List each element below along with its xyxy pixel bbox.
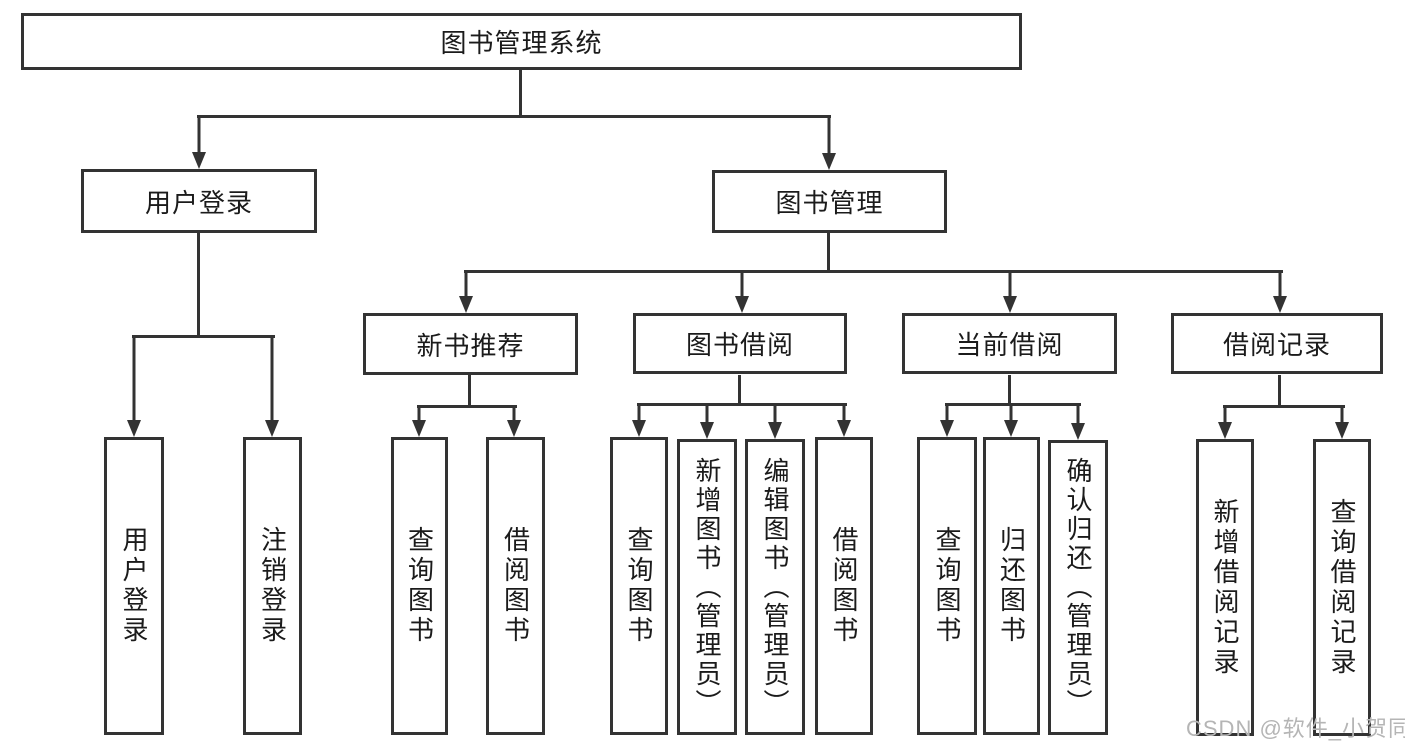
connector-line: [1278, 375, 1281, 407]
leaf-query-books-current: 查询图书: [917, 437, 977, 735]
connector-line: [1223, 405, 1345, 408]
connector-line: [197, 233, 200, 337]
leaf-add-borrow-record: 新增借阅记录: [1196, 439, 1254, 736]
leaf-label: 借阅图书: [500, 526, 531, 646]
leaf-label: 注销登录: [257, 526, 288, 646]
connector-arrow-down: [507, 407, 521, 437]
leaf-label: 用户登录: [119, 526, 149, 646]
leaf-label: 查询图书: [404, 526, 435, 646]
connector-arrow-down: [459, 272, 473, 313]
connector-arrow-down: [700, 405, 714, 439]
connector-line: [637, 403, 847, 406]
connector-line: [132, 335, 275, 338]
leaf-label: 编辑图书（管理员）: [760, 456, 790, 718]
leaf-borrow-books-recommend: 借阅图书: [486, 437, 545, 735]
connector-line: [945, 403, 1081, 406]
connector-line: [464, 270, 1283, 273]
connector-line: [1008, 375, 1011, 405]
leaf-label: 新增图书（管理员）: [692, 456, 722, 718]
connector-line: [519, 70, 522, 117]
connector-arrow-down: [632, 405, 646, 437]
connector-arrow-down: [127, 337, 141, 437]
connector-arrow-down: [412, 407, 426, 437]
leaf-edit-book-admin: 编辑图书（管理员）: [745, 439, 805, 735]
connector-arrow-down: [1273, 272, 1287, 313]
connector-arrow-down: [265, 337, 279, 437]
leaf-label: 确认归还（管理员）: [1063, 457, 1093, 718]
leaf-user-login: 用户登录: [104, 437, 164, 735]
connector-arrow-down: [1071, 405, 1085, 440]
leaf-label: 新增借阅记录: [1210, 497, 1240, 678]
connector-line: [827, 233, 830, 272]
connector-arrow-down: [940, 405, 954, 437]
connector-arrow-down: [768, 405, 782, 439]
leaf-query-books-borrow: 查询图书: [610, 437, 668, 735]
leaf-label: 借阅图书: [829, 526, 859, 646]
leaf-add-book-admin: 新增图书（管理员）: [677, 439, 737, 735]
connector-line: [197, 115, 831, 118]
leaf-label: 查询图书: [624, 526, 654, 646]
connector-arrow-down: [735, 272, 749, 313]
connector-line: [738, 375, 741, 405]
node-book-borrow: 图书借阅: [633, 313, 847, 374]
leaf-borrow-books: 借阅图书: [815, 437, 873, 735]
connector-line: [468, 375, 471, 407]
connector-arrow-down: [837, 405, 851, 437]
node-current-borrow: 当前借阅: [902, 313, 1117, 374]
connector-arrow-down: [1003, 272, 1017, 313]
node-borrow-records: 借阅记录: [1171, 313, 1383, 374]
node-new-book-recommend: 新书推荐: [363, 313, 578, 375]
connector-arrow-down: [1218, 407, 1232, 439]
leaf-return-books: 归还图书: [983, 437, 1040, 735]
node-library-management-system: 图书管理系统: [21, 13, 1022, 70]
node-user-login: 用户登录: [81, 169, 317, 233]
connector-arrow-down: [192, 117, 206, 169]
leaf-query-books-recommend: 查询图书: [391, 437, 448, 735]
leaf-label: 查询图书: [932, 526, 962, 646]
leaf-query-borrow-record: 查询借阅记录: [1313, 439, 1371, 736]
connector-arrow-down: [822, 117, 836, 170]
leaf-label: 归还图书: [996, 526, 1027, 646]
csdn-watermark: CSDN @软件_小贺同学: [1186, 716, 1405, 741]
node-book-management: 图书管理: [712, 170, 947, 233]
leaf-label: 查询借阅记录: [1327, 497, 1357, 678]
leaf-confirm-return-admin: 确认归还（管理员）: [1048, 440, 1108, 735]
connector-arrow-down: [1335, 407, 1349, 439]
leaf-logout: 注销登录: [243, 437, 302, 735]
connector-arrow-down: [1004, 405, 1018, 437]
connector-line: [417, 405, 517, 408]
